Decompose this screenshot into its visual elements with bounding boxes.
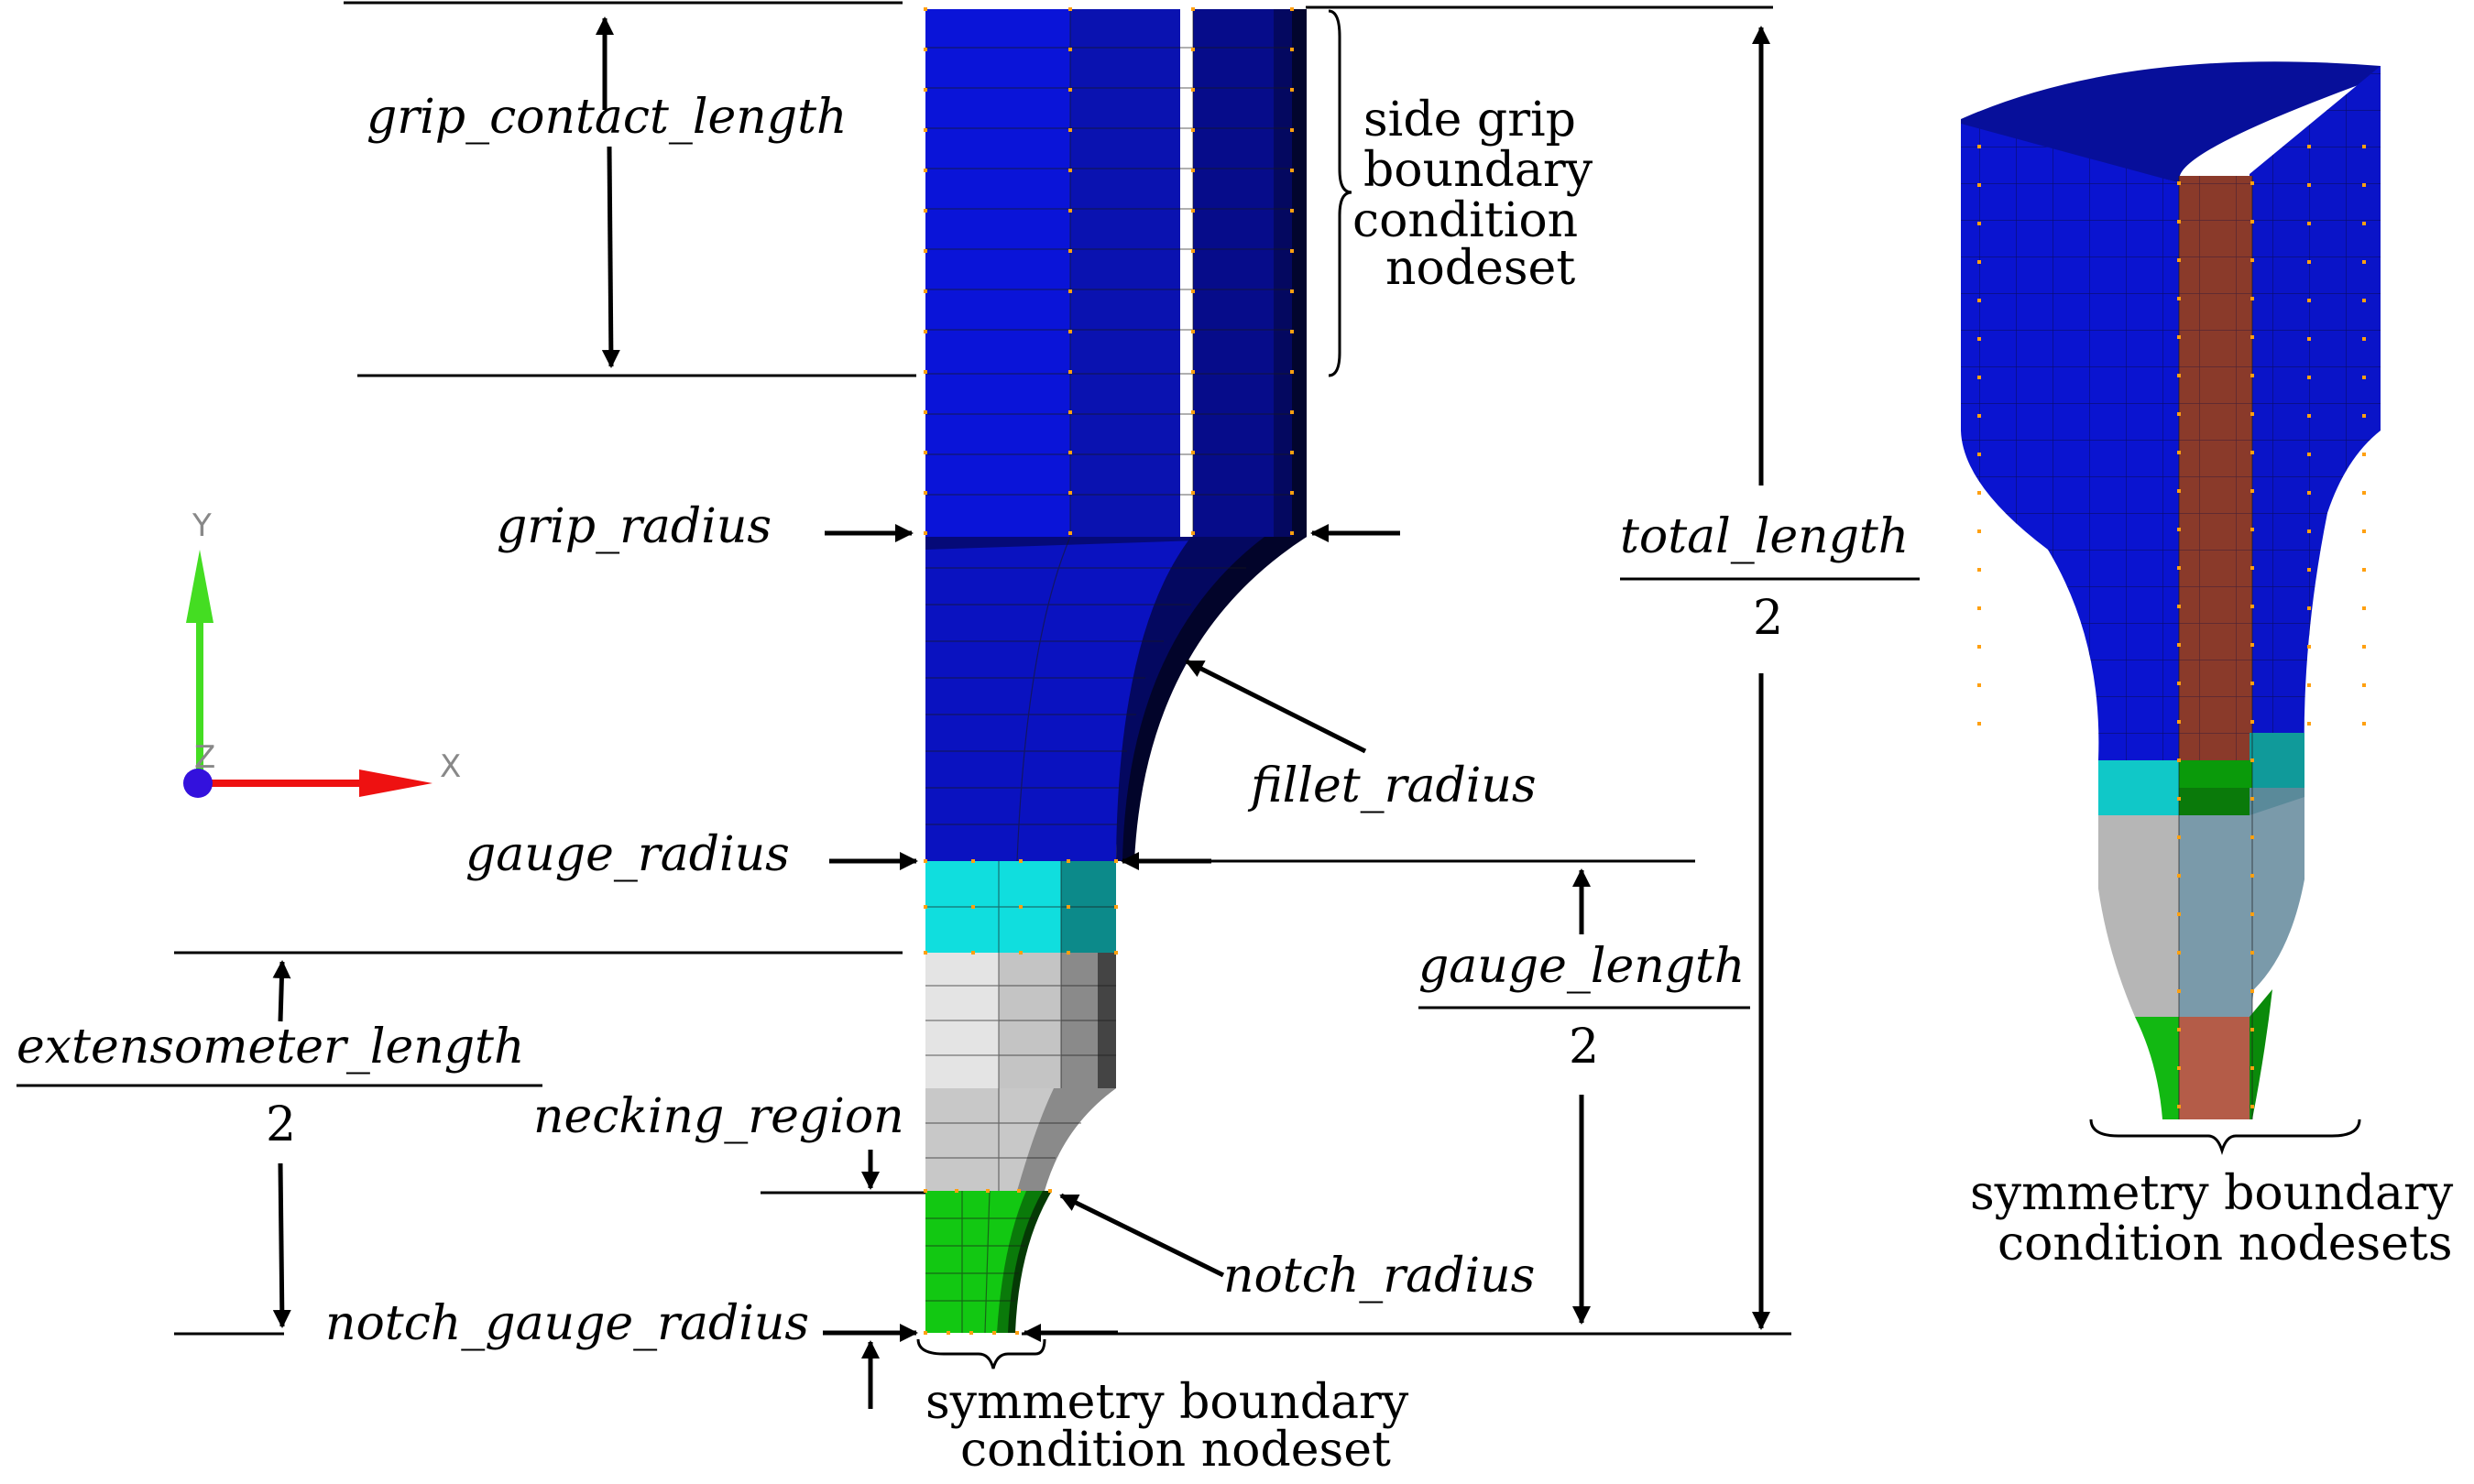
specimen-3d-mesh: [1961, 61, 2381, 1119]
symmetry-3d-label-1: symmetry boundary: [1970, 1166, 2454, 1221]
symmetry-2d-label-2: condition nodeset: [960, 1423, 1391, 1478]
necking-region-label: necking_region: [533, 1089, 904, 1144]
x-axis-label: X: [440, 748, 461, 785]
fillet-region: [925, 537, 1307, 861]
symmetry-2d-label-1: symmetry boundary: [925, 1375, 1409, 1430]
notch-gauge-radius-label: notch_gauge_radius: [325, 1296, 809, 1351]
side-grip-label-1: side grip: [1363, 93, 1576, 147]
grip-contact-length-label: grip_contact_length: [367, 90, 847, 145]
symmetry-3d-label-2: condition nodesets: [1998, 1217, 2453, 1271]
total-length-denominator: 2: [1753, 591, 1783, 646]
fillet-radius-label: fillet_radius: [1247, 758, 1537, 813]
coordinate-triad: Y X Z: [183, 507, 461, 798]
side-grip-label-3: condition: [1352, 193, 1578, 248]
specimen-2d-mesh: [925, 9, 1307, 1334]
node-markers: [924, 7, 2366, 1335]
total-length-numerator: total_length: [1620, 509, 1909, 564]
gauge-length-denominator: 2: [1569, 1020, 1599, 1075]
notch-radius-label: notch_radius: [1223, 1249, 1535, 1304]
gauge-radius-label: gauge_radius: [465, 827, 790, 882]
extensometer-length-denominator: 2: [266, 1097, 296, 1152]
dimension-lines: [16, 1, 2361, 1409]
side-grip-label-4: nodeset: [1385, 241, 1575, 296]
gauge-length-numerator: gauge_length: [1418, 939, 1745, 994]
z-axis-label: Z: [194, 739, 215, 776]
y-axis-label: Y: [192, 507, 212, 544]
grip-radius-label: grip_radius: [497, 499, 772, 554]
extensometer-length-numerator: extensometer_length: [16, 1020, 524, 1075]
side-grip-label-2: boundary: [1363, 143, 1593, 198]
